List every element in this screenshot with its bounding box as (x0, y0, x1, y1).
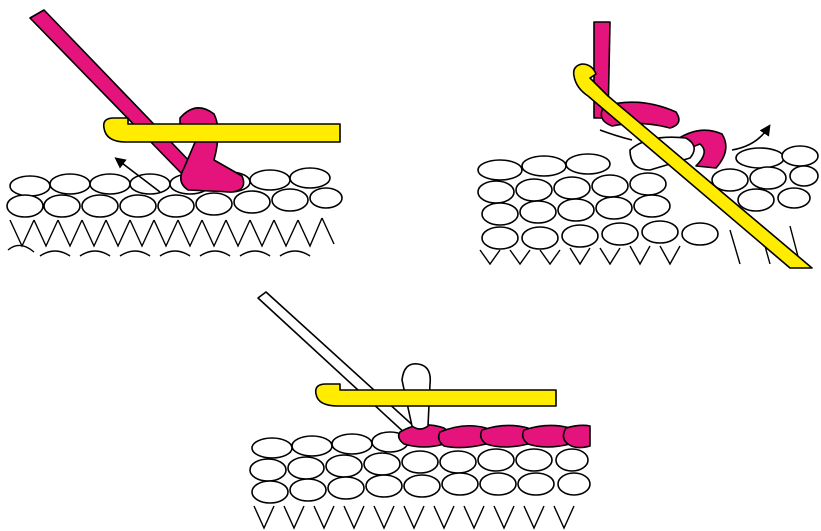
fabric-stitches (7, 168, 342, 256)
step-3-panel (250, 292, 590, 528)
crochet-hook (316, 384, 556, 406)
working-yarn (30, 10, 196, 176)
working-yarn (258, 292, 418, 436)
direction-arrow (732, 128, 768, 150)
step-2-panel (478, 22, 818, 268)
slip-stitch-chain (399, 425, 590, 448)
yarn-loop (180, 108, 244, 192)
direction-arrow-tail (600, 130, 632, 140)
step-1-panel (7, 10, 342, 256)
